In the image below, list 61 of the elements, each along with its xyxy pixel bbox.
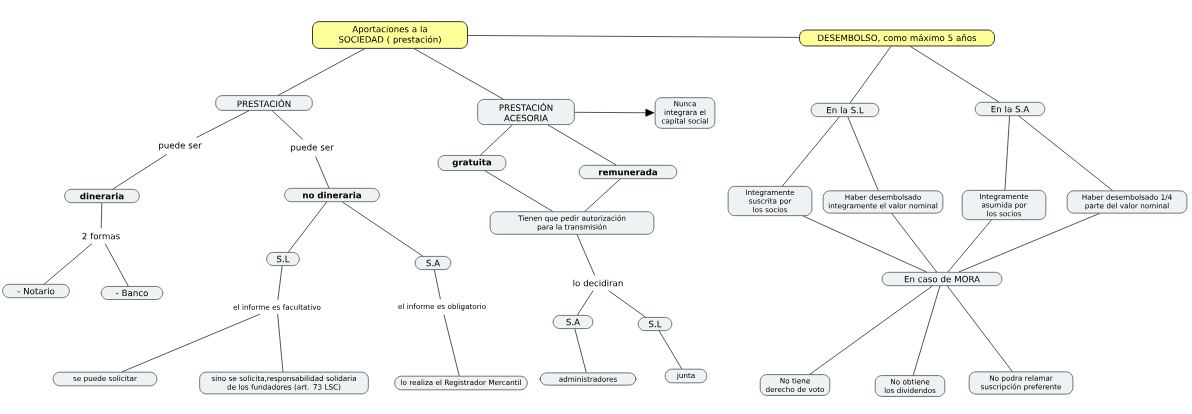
linking-phrase: 2 formas — [82, 232, 120, 240]
concept-box: PRESTACIÓN ACESORIA — [477, 99, 575, 125]
topic-box: DESEMBOLSO, como máximo 5 años — [799, 29, 995, 47]
concept-box: remunerada — [578, 165, 678, 179]
connector-line — [467, 35, 800, 38]
connector-line — [947, 285, 1013, 372]
connector-line — [576, 234, 596, 276]
connector-line — [43, 243, 93, 285]
connector-line — [484, 170, 553, 212]
connector-line — [547, 124, 617, 166]
connector-line — [891, 213, 937, 273]
connector-line — [342, 201, 424, 257]
connector-line — [802, 215, 927, 273]
connector-line — [100, 202, 103, 229]
linking-phrase: puede ser — [291, 143, 334, 153]
connector-line — [849, 46, 892, 104]
topic-box: Aportaciones a la SOCIEDAD ( prestación) — [312, 21, 468, 49]
connector-line — [434, 269, 441, 300]
connector-line — [443, 314, 460, 377]
concept-box: S.A — [552, 315, 594, 329]
connector-line — [574, 328, 587, 373]
concept-box: S.L — [266, 252, 300, 266]
connector-line — [277, 265, 283, 301]
connector-line — [909, 46, 1000, 103]
connector-line — [104, 243, 129, 287]
connector-line — [1018, 115, 1113, 191]
connector-line — [480, 124, 513, 156]
connector-line — [947, 219, 992, 273]
connector-line — [608, 290, 646, 318]
connector-line — [287, 201, 327, 253]
connector-line — [278, 48, 365, 96]
connector-line — [1004, 115, 1010, 191]
connector-line — [413, 48, 504, 100]
concept-box: PRESTACIÓN — [215, 95, 313, 111]
connector-line — [271, 110, 304, 140]
connector-line — [847, 116, 879, 191]
connector-line — [196, 110, 250, 138]
linking-phrase: lo decidiran — [573, 279, 623, 287]
connector-line — [809, 285, 933, 375]
concept-box: gratuita — [437, 155, 507, 171]
concept-box: En la S.A — [974, 102, 1046, 116]
connector-line — [577, 290, 594, 316]
concept-box: - Notario — [2, 284, 70, 298]
concept-box: no dineraria — [284, 188, 380, 202]
connector-line — [315, 156, 330, 189]
concept-box: S.A — [414, 256, 452, 270]
concept-box: dineraria — [64, 189, 140, 203]
concept-box: S.L — [637, 317, 673, 331]
connector-line — [121, 313, 261, 373]
connector-line — [584, 178, 621, 212]
arrow — [574, 108, 655, 117]
concept-box: En la S.L — [810, 103, 880, 117]
connector-line — [112, 154, 168, 190]
connector-line — [958, 213, 1100, 273]
concept-box: En caso de MORA — [881, 272, 1003, 286]
linking-phrase: puede ser — [159, 141, 202, 151]
connector-line — [912, 285, 941, 376]
connector-line — [782, 116, 840, 187]
concept-box: - Banco — [100, 286, 164, 300]
connector-line — [277, 313, 284, 373]
connector-line — [658, 330, 683, 370]
